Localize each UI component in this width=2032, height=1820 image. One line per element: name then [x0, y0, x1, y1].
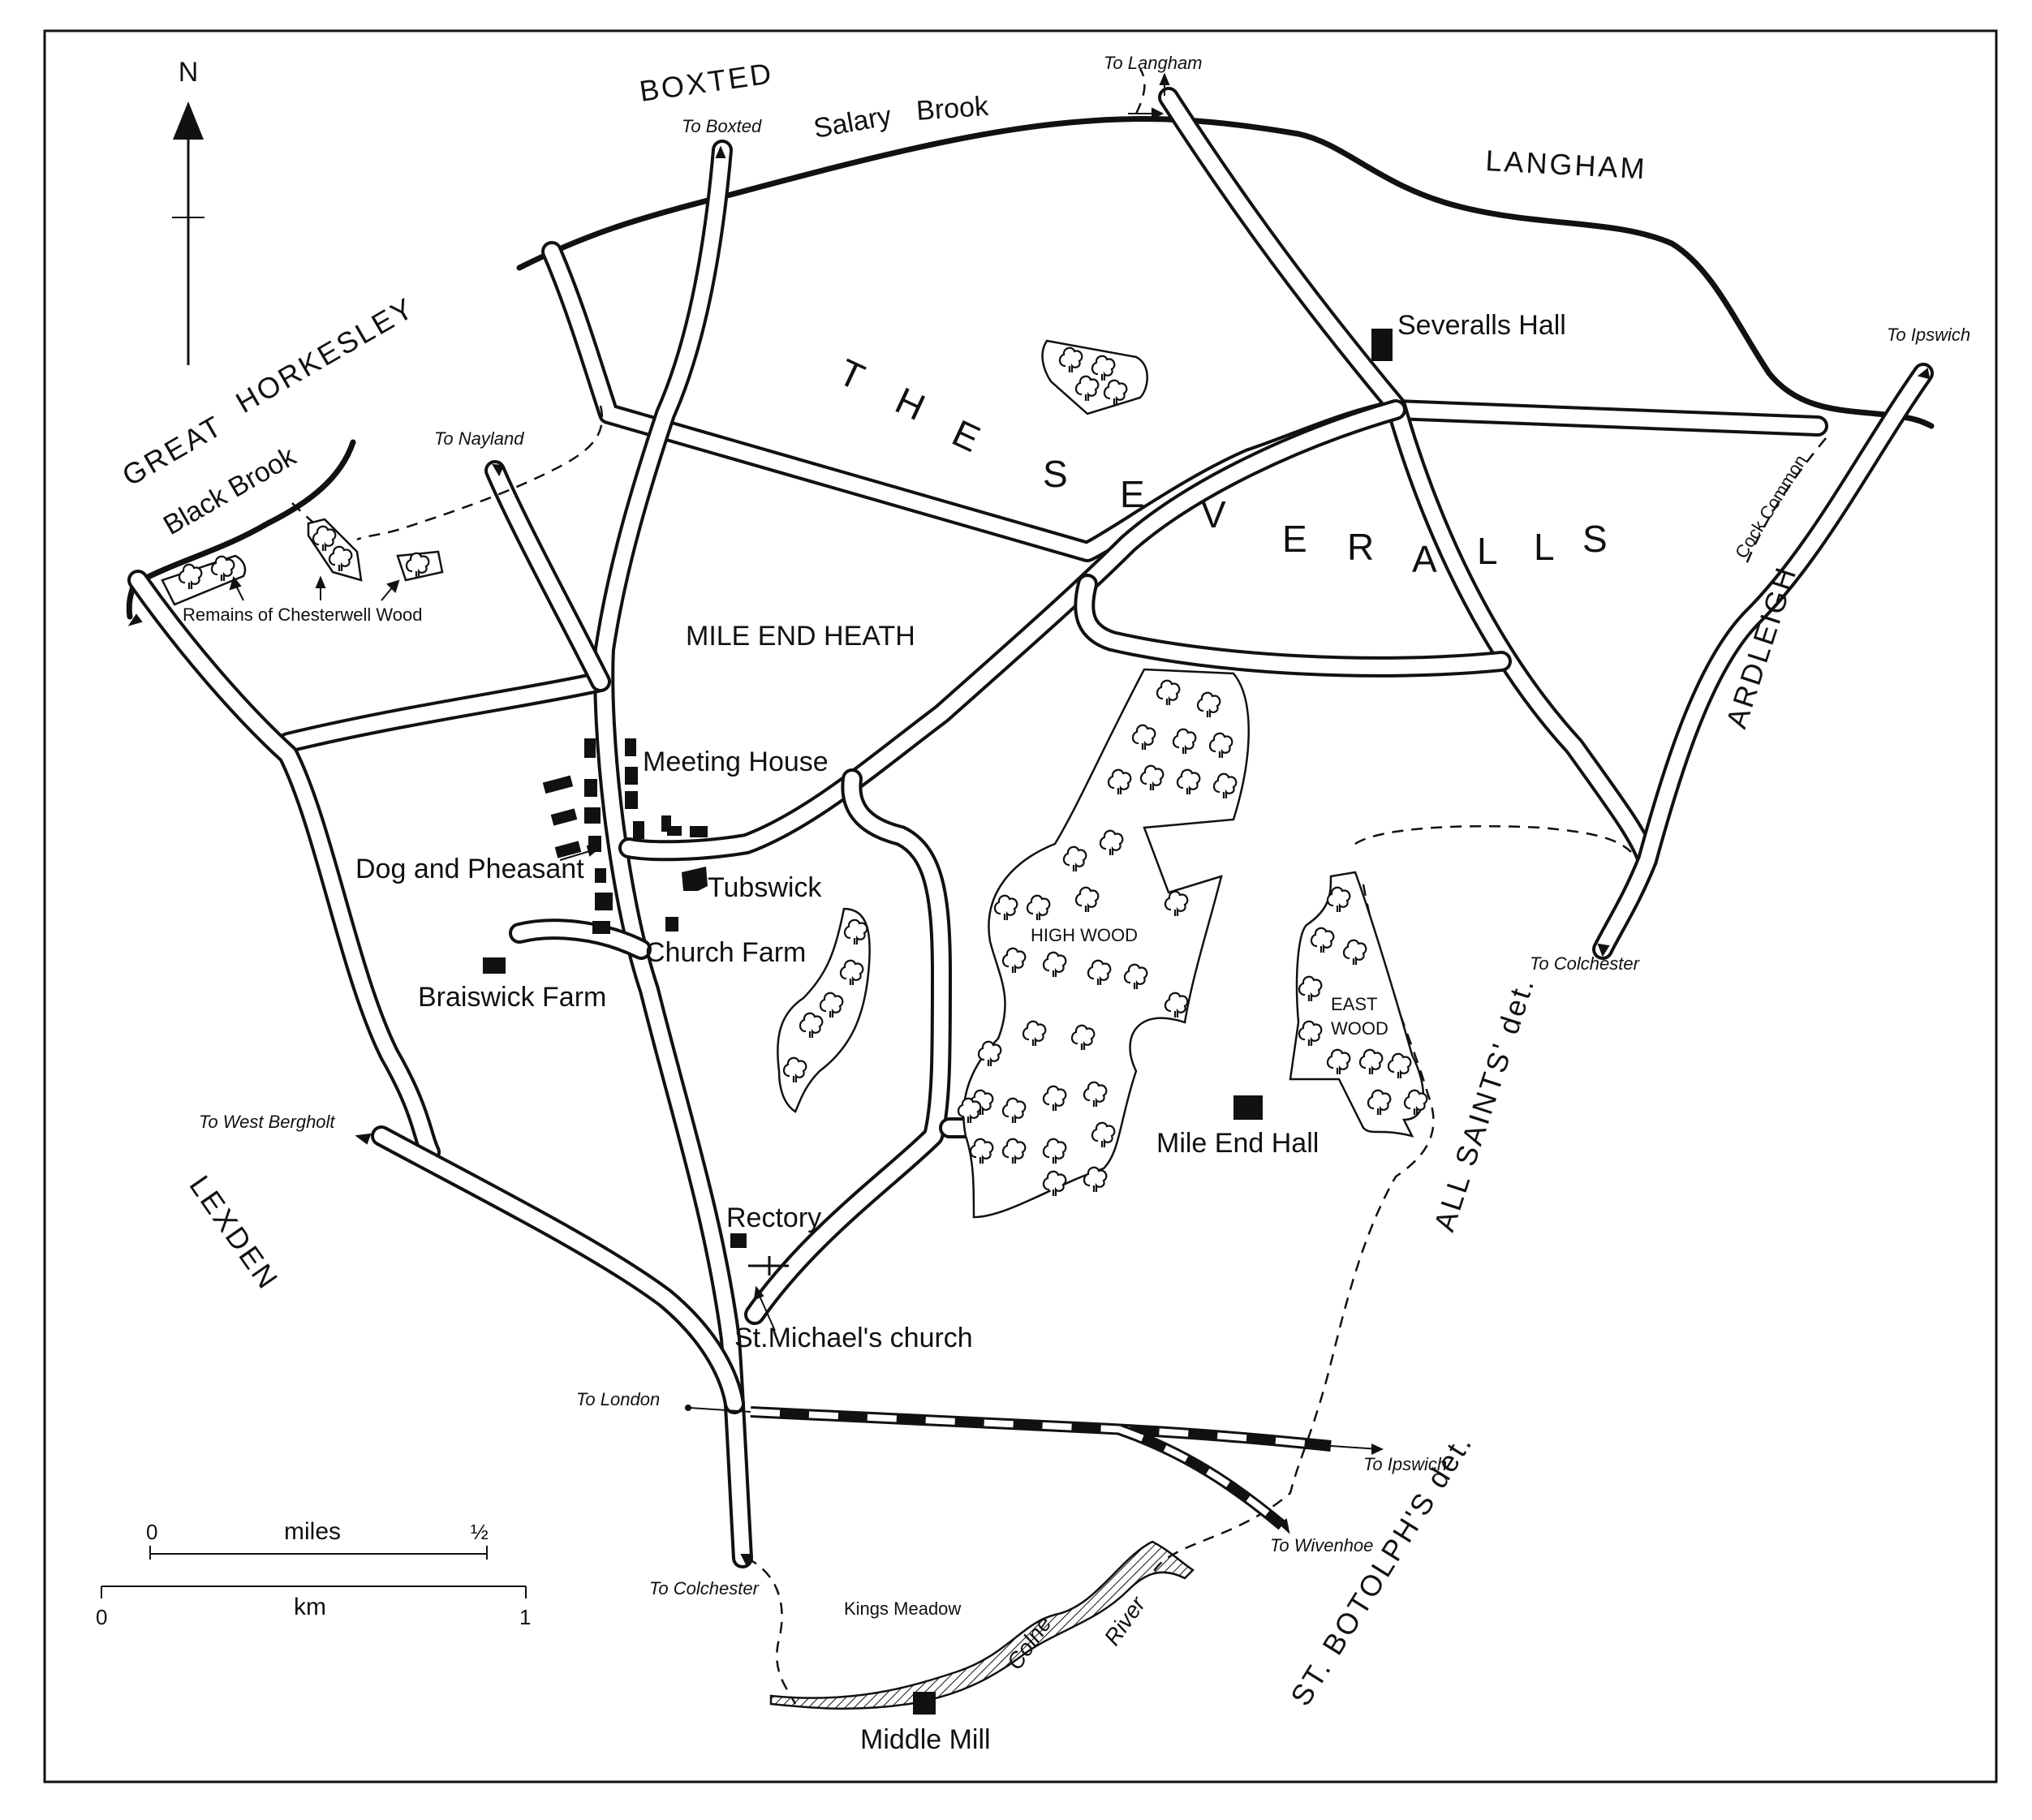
- map-frame: [43, 29, 1998, 1783]
- severalls-hall-building: [1371, 329, 1393, 361]
- label-mile-end-hall: Mile End Hall: [1156, 1128, 1319, 1159]
- label-church-farm: Church Farm: [645, 937, 806, 968]
- label-dog-and-pheasant: Dog and Pheasant: [355, 854, 584, 884]
- label-rectory: Rectory: [726, 1203, 821, 1233]
- tubswick-building: [682, 867, 708, 891]
- svg-text:L: L: [1477, 530, 1500, 572]
- braiswick-farm-building: [483, 957, 506, 974]
- label-to-ipswich-ne: To Ipswich: [1887, 325, 1970, 345]
- salary-brook: [516, 115, 1935, 429]
- svg-text:T: T: [833, 351, 872, 399]
- mile-end-hall-building: [1233, 1095, 1263, 1120]
- label-to-nayland: To Nayland: [434, 428, 524, 449]
- svg-text:A: A: [1412, 538, 1439, 580]
- label-middle-mill: Middle Mill: [860, 1724, 991, 1755]
- railway: [685, 1405, 1384, 1530]
- north-arrow-icon: N: [172, 57, 204, 365]
- label-all-saints: ALL SAINTS' det.: [1427, 972, 1541, 1235]
- label-meeting-house: Meeting House: [643, 747, 829, 777]
- svg-text:miles: miles: [284, 1518, 341, 1545]
- label-great: GREAT: [117, 408, 230, 493]
- label-to-west-bergholt: To West Bergholt: [199, 1112, 335, 1132]
- label-brook: Brook: [915, 91, 990, 127]
- church-cross-icon: [748, 1256, 789, 1276]
- label-to-colchester-e: To Colchester: [1530, 953, 1641, 974]
- svg-text:E: E: [1282, 518, 1309, 560]
- label-lexden: LEXDEN: [183, 1169, 286, 1296]
- high-wood: [962, 668, 1250, 1219]
- svg-text:S: S: [1043, 453, 1070, 495]
- svg-text:V: V: [1201, 493, 1228, 536]
- road-network: [127, 87, 1934, 1568]
- middle-mill-building: [913, 1692, 936, 1715]
- label-east-wood-2: WOOD: [1331, 1018, 1388, 1039]
- label-braiswick-farm: Braiswick Farm: [418, 982, 606, 1013]
- buildings: [483, 329, 1393, 1715]
- label-boxted: BOXTED: [637, 56, 775, 108]
- svg-text:L: L: [1534, 526, 1556, 568]
- label-to-ipswich-rail: To Ipswich: [1363, 1454, 1447, 1474]
- black-brook: [126, 439, 356, 620]
- label-mile-end-heath: MILE END HEATH: [686, 621, 915, 652]
- north-label: N: [179, 57, 199, 88]
- label-high-wood: HIGH WOOD: [1031, 925, 1138, 945]
- rectory-building: [730, 1233, 747, 1248]
- label-tubswick: Tubswick: [708, 872, 822, 903]
- svg-text:E: E: [1120, 473, 1147, 515]
- woodland-areas: [161, 339, 1428, 1219]
- severalls-copse: [1041, 339, 1148, 415]
- label-to-london: To London: [576, 1389, 660, 1409]
- scale-bar: 0 miles ½ 0 km 1: [96, 1518, 531, 1629]
- label-to-wivenhoe: To Wivenhoe: [1270, 1535, 1373, 1555]
- svg-text:0: 0: [146, 1520, 157, 1544]
- label-severalls-hall: Severalls Hall: [1397, 310, 1566, 341]
- label-salary: Salary: [812, 101, 894, 144]
- svg-text:H: H: [889, 379, 933, 429]
- label-horkesley: HORKESLEY: [230, 290, 420, 420]
- svg-text:R: R: [1347, 526, 1375, 568]
- svg-text:S: S: [1582, 518, 1609, 560]
- church-farm-building: [665, 917, 678, 932]
- label-to-colchester-s: To Colchester: [649, 1578, 760, 1598]
- label-langham: LANGHAM: [1485, 144, 1648, 185]
- svg-text:1: 1: [519, 1605, 531, 1629]
- label-chesterwell: Remains of Chesterwell Wood: [183, 605, 423, 625]
- svg-text:½: ½: [471, 1520, 489, 1544]
- pointer-arrows: [127, 72, 1931, 1567]
- svg-text:0: 0: [96, 1605, 107, 1629]
- label-to-boxted: To Boxted: [682, 116, 762, 136]
- label-to-langham: To Langham: [1104, 53, 1203, 73]
- label-kings-meadow: Kings Meadow: [844, 1598, 961, 1619]
- label-st-michaels: St.Michael's church: [734, 1323, 973, 1353]
- svg-text:E: E: [946, 411, 988, 461]
- svg-text:km: km: [294, 1594, 326, 1620]
- mile-end-hamlet: [542, 738, 708, 934]
- label-east-wood-1: EAST: [1331, 994, 1377, 1014]
